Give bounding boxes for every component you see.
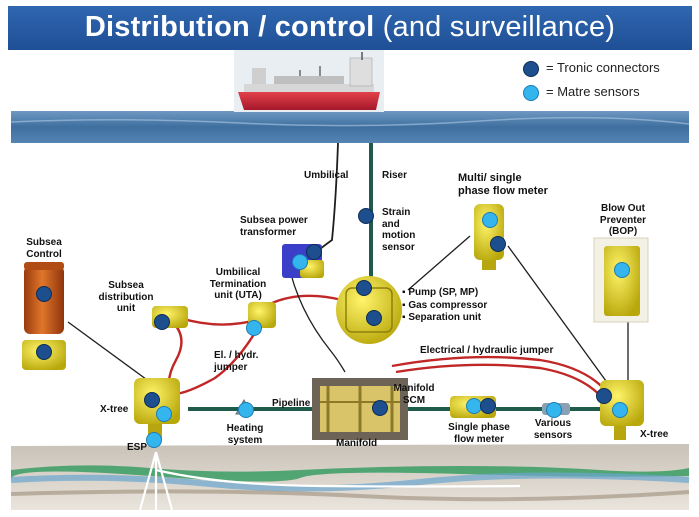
label-single-phase-flow-meter: Single phase flow meter: [448, 422, 510, 445]
legend-matre-sensors: = Matre sensors: [546, 84, 640, 99]
tronic-connector-icon: [306, 244, 322, 260]
label-x-tree-left: X-tree: [100, 404, 129, 415]
label-manifold-scm: Manifold SCM: [393, 383, 435, 406]
tronic-connector-icon: [36, 344, 52, 360]
label-riser: Riser: [382, 170, 408, 181]
tronic-connector-icon: [596, 388, 612, 404]
wave-line: [10, 116, 690, 127]
label-subsea-control: Subsea Control: [26, 237, 62, 260]
sea-surface: [11, 111, 689, 143]
umbilical-cable: [309, 142, 339, 259]
tronic-connector-icon: [144, 392, 160, 408]
list-item: Gas compressor: [402, 300, 487, 313]
tronic-connector-legend-icon: [523, 61, 539, 77]
tronic-connector-icon: [372, 400, 388, 416]
label-subsea-power-transformer: Subsea power transformer: [240, 215, 308, 238]
list-item: Pump (SP, MP): [402, 287, 487, 300]
label-umbilical: Umbilical: [304, 170, 349, 181]
matre-sensor-icon: [238, 402, 254, 418]
label-electrical-hydraulic-jumper: Electrical / hydraulic jumper: [420, 345, 554, 356]
label-pipeline: Pipeline: [272, 398, 311, 409]
matre-sensor-icon: [612, 402, 628, 418]
label-el-hydr-jumper: El. / hydr. jumper: [214, 350, 259, 373]
matre-sensor-legend-icon: [523, 85, 539, 101]
label-esp: ESP: [127, 442, 148, 453]
matre-sensor-icon: [614, 262, 630, 278]
control-lines: [67, 235, 629, 393]
processing-functions-list: Pump (SP, MP) Gas compressor Separation …: [402, 287, 487, 325]
label-manifold: Manifold: [336, 438, 378, 449]
page-title: Distribution / control (and surveillance…: [84, 11, 616, 43]
legend-tronic-connectors: = Tronic connectors: [546, 60, 660, 75]
title-bar: Distribution / control (and surveillance…: [8, 6, 692, 50]
tronic-connector-icon: [356, 280, 372, 296]
seabed: [10, 444, 690, 511]
label-various-sensors: Various sensors: [533, 418, 573, 441]
matre-sensor-icon: [146, 432, 162, 448]
label-bop: Blow Out Preventer (BOP): [599, 203, 647, 237]
tronic-connector-icon: [154, 314, 170, 330]
fpso-ship-icon: [234, 50, 384, 112]
label-subsea-distribution-unit: Subsea distribution unit: [98, 280, 154, 314]
label-strain-motion-sensor: Strain and motion sensor: [382, 207, 416, 253]
manifold-icon: [312, 378, 408, 440]
label-multiphase-flow-meter: Multi/ single phase flow meter: [458, 172, 548, 197]
tronic-connector-icon: [36, 286, 52, 302]
tronic-connector-icon: [358, 208, 374, 224]
tronic-connector-icon: [490, 236, 506, 252]
label-uta: Umbilical Termination unit (UTA): [209, 267, 267, 301]
matre-sensor-icon: [546, 402, 562, 418]
matre-sensor-icon: [156, 406, 172, 422]
matre-sensor-icon: [292, 254, 308, 270]
list-item: Separation unit: [402, 312, 487, 325]
bop-icon: [593, 237, 649, 323]
label-x-tree-right: X-tree: [640, 429, 669, 440]
matre-sensor-icon: [482, 212, 498, 228]
tronic-connector-icon: [480, 398, 496, 414]
tronic-connector-icon: [366, 310, 382, 326]
matre-sensor-icon: [246, 320, 262, 336]
label-heating-system: Heating system: [226, 423, 264, 446]
